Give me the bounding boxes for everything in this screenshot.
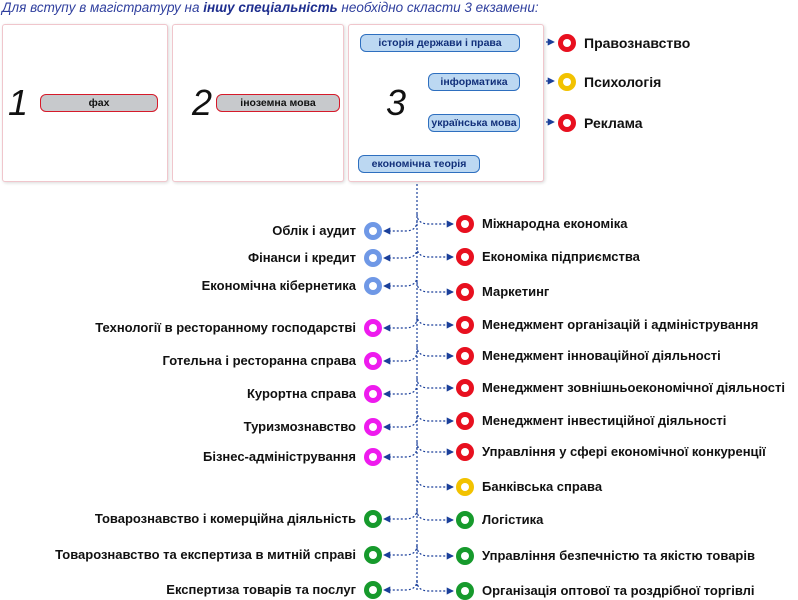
specialty-dot-icon [364, 546, 382, 564]
specialty-label-right: Банківська справа [482, 479, 603, 494]
connector-arrow [383, 247, 418, 262]
specialty-label-left: Облік і аудит [272, 223, 356, 238]
connector-arrow [383, 544, 418, 559]
exam-subject-1: фах [40, 94, 158, 112]
specialty-dot-icon [364, 385, 382, 403]
exam3-subject-ukrainian: українська мова [428, 114, 520, 132]
specialty-label-left: Фінанси і кредит [248, 250, 356, 265]
specialty-label-right: Управління у сфері економічної конкуренц… [482, 444, 766, 459]
page-title: Для вступу в магістратуру на іншу спеціа… [2, 0, 539, 15]
connector-arrow [416, 509, 454, 524]
specialty-dot-icon [456, 478, 474, 496]
specialty-label-right: Менеджмент інвестиційної діяльності [482, 413, 727, 428]
connector-arrow [416, 213, 454, 228]
connector-arrow [416, 545, 454, 560]
specialty-label-right: Менеджмент організацій і адміністрування [482, 317, 759, 332]
specialty-dot-icon [456, 412, 474, 430]
target-dot-icon [558, 114, 576, 132]
specialty-label-left: Товарознавство і комерційна діяльність [94, 511, 356, 526]
specialty-label-left: Економічна кібернетика [201, 278, 356, 293]
connector-arrow [416, 580, 454, 595]
connector-arrow [383, 446, 418, 461]
specialty-dot-icon [456, 547, 474, 565]
specialty-dot-icon [364, 222, 382, 240]
connector-arrow [383, 383, 418, 398]
specialty-label-right: Міжнародна економіка [482, 216, 628, 231]
connector-arrow [416, 377, 454, 392]
specialty-label-left: Туризмознавство [243, 419, 356, 434]
specialty-dot-icon [456, 582, 474, 600]
exam3-subject-history: історія держави і права [360, 34, 520, 52]
connector-arrow [416, 410, 454, 425]
connector-arrow [416, 314, 454, 329]
connector-arrow [416, 246, 454, 261]
specialty-label-left: Курортна справа [246, 386, 356, 401]
target-label-law: Правознавство [584, 35, 691, 51]
connector-arrow [383, 220, 418, 235]
specialty-label-right: Економіка підприємства [482, 249, 640, 264]
exam-number-2: 2 [192, 82, 213, 123]
title-prefix: Для вступу в магістратуру на [2, 0, 204, 15]
specialty-dot-icon [456, 511, 474, 529]
exam3-subject-informatics: інформатика [428, 73, 520, 91]
specialty-label-right: Менеджмент інноваційної діяльності [482, 348, 721, 363]
specialty-dot-icon [456, 316, 474, 334]
connector-arrow [383, 275, 418, 290]
specialty-dot-icon [364, 581, 382, 599]
target-label-advertising: Реклама [584, 115, 643, 131]
specialty-label-right: Логістика [482, 512, 544, 527]
hub-economic-theory: економічна теорія [358, 155, 480, 173]
connector-arrow [383, 350, 418, 365]
title-suffix: необхідно скласти 3 екзамени: [337, 0, 539, 15]
specialty-dot-icon [364, 352, 382, 370]
target-dot-icon [558, 73, 576, 91]
specialty-dot-icon [456, 379, 474, 397]
title-emphasis: іншу спеціальність [203, 0, 338, 15]
specialty-dot-icon [364, 277, 382, 295]
specialty-dot-icon [364, 418, 382, 436]
target-dot-icon [558, 34, 576, 52]
specialty-dot-icon [364, 510, 382, 528]
specialty-label-left: Готельна і ресторанна справа [162, 353, 357, 368]
specialty-dot-icon [364, 448, 382, 466]
connector-arrow [416, 345, 454, 360]
specialty-dot-icon [456, 283, 474, 301]
specialty-label-left: Бізнес-адміністрування [203, 449, 356, 464]
specialty-label-left: Технології в ресторанному господарстві [95, 320, 356, 335]
specialty-dot-icon [456, 347, 474, 365]
specialty-dot-icon [364, 249, 382, 267]
exam-number-1: 1 [8, 82, 29, 123]
specialty-dot-icon [456, 215, 474, 233]
specialty-dot-icon [456, 443, 474, 461]
connector-arrow [383, 508, 418, 523]
exam-subject-2: іноземна мова [216, 94, 340, 112]
connector-arrow [383, 579, 418, 594]
connector-arrow [383, 317, 418, 332]
specialty-label-left: Експертиза товарів та послуг [166, 582, 356, 597]
specialty-label-right: Управління безпечністю та якістю товарів [482, 548, 755, 563]
connector-arrow [416, 441, 454, 456]
specialty-dot-icon [364, 319, 382, 337]
specialty-label-right: Маркетинг [482, 284, 550, 299]
exam-number-3: 3 [386, 82, 407, 123]
target-label-psychology: Психологія [584, 74, 662, 90]
specialty-label-right: Менеджмент зовнішньоекономічної діяльнос… [482, 380, 785, 395]
specialty-label-left: Товарознавство та експертиза в митній сп… [55, 547, 356, 562]
specialty-dot-icon [456, 248, 474, 266]
specialty-label-right: Організація оптової та роздрібної торгів… [482, 583, 755, 598]
connector-arrow [383, 416, 418, 431]
connector-arrow [416, 476, 454, 491]
connector-arrow [416, 281, 454, 296]
